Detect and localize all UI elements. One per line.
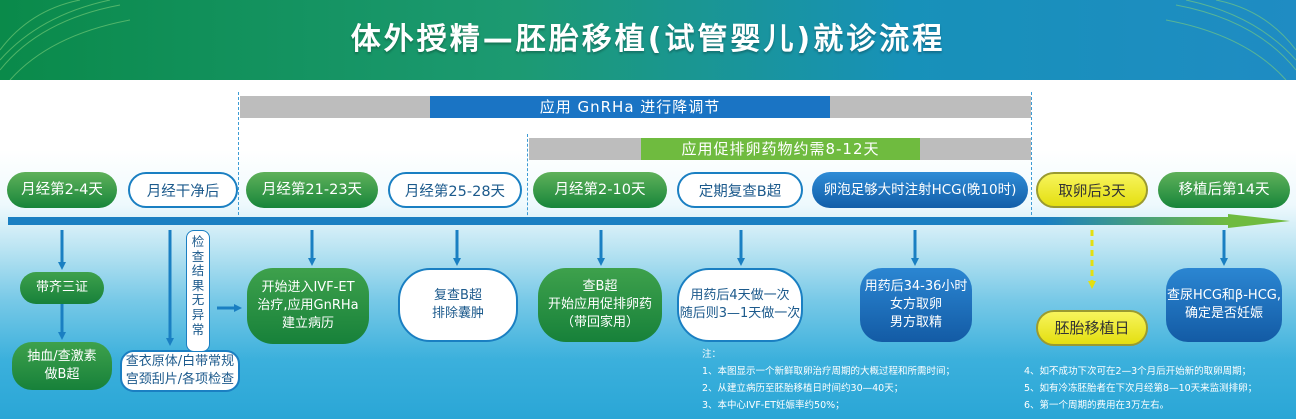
notes-left: 注： 1、本图显示一个新鲜取卵治疗周期的大概过程和所需时间； 2、从建立病历至胚… [702, 346, 955, 414]
timeline-day-25-28: 月经第25-28天 [388, 172, 522, 208]
note-line: 1、本图显示一个新鲜取卵治疗周期的大概过程和所需时间； [702, 366, 956, 377]
leaf-decoration-right-icon [1166, 0, 1296, 80]
timeline-arrow [8, 214, 1290, 228]
page-title: 体外授精—胚胎移植(试管婴儿)就诊流程 [350, 22, 946, 57]
timeline-3-days-after-retrieval: 取卵后3天 [1036, 172, 1148, 208]
timeline-day-21-23: 月经第21-23天 [246, 172, 378, 208]
phase-divider [527, 134, 528, 220]
phase-divider [238, 92, 239, 220]
leaf-decoration-left-icon [0, 0, 130, 80]
step-enter-ivf-et: 开始进入IVF-ET 治疗,应用GnRHa 建立病历 [247, 268, 369, 344]
timeline-day-2-4: 月经第2-4天 [7, 172, 117, 208]
step-pregnancy-test: 查尿HCG和β-HCG, 确定是否妊娠 [1166, 268, 1282, 342]
timeline-14-days-after-transfer: 移植后第14天 [1158, 172, 1290, 208]
note-line: 2、从建立病历至胚胎移植日时间约30—40天； [702, 383, 904, 394]
gnrh-phase-label: 应用 GnRHa 进行降调节 [430, 96, 830, 118]
phase-divider [1031, 92, 1032, 220]
note-line: 4、如不成功下次可在2—3个月后开始新的取卵周期； [1024, 366, 1252, 377]
timeline-recheck-ultrasound: 定期复查B超 [677, 172, 803, 208]
stimulation-phase-label: 应用促排卵药物约需8-12天 [641, 138, 920, 160]
timeline-after-period: 月经干净后 [128, 172, 238, 208]
step-followup-schedule: 用药后4天做一次 随后则3—1天做一次 [677, 268, 803, 342]
step-egg-retrieval: 用药后34-36小时 女方取卵 男方取精 [860, 268, 972, 342]
note-line: 注： [702, 349, 722, 360]
step-embryo-transfer-day: 胚胎移植日 [1036, 310, 1148, 346]
timeline-hcg-injection: 卵泡足够大时注射HCG(晚10时) [812, 172, 1028, 208]
note-line: 3、本中心IVF-ET妊娠率约50%； [702, 400, 845, 411]
timeline-day-2-10: 月经第2-10天 [533, 172, 667, 208]
header-banner: 体外授精—胚胎移植(试管婴儿)就诊流程 [0, 0, 1296, 80]
note-line: 5、如有冷冻胚胎者在下次月经第8—10天来监测排卵； [1024, 383, 1258, 394]
note-line: 6、第一个周期的费用在3万左右。 [1024, 400, 1170, 411]
step-bring-documents: 带齐三证 [20, 272, 104, 304]
step-blood-test-ultrasound: 抽血/查激素 做B超 [12, 342, 112, 390]
step-recheck-ultrasound: 复查B超 排除囊肿 [398, 268, 518, 342]
notes-right: 4、如不成功下次可在2—3个月后开始新的取卵周期； 5、如有冷冻胚胎者在下次月经… [1024, 363, 1257, 414]
step-results-normal: 检查结果无异常 [186, 230, 210, 352]
step-chlamydia-checks: 查衣原体/白带常规 宫颈刮片/各项检查 [120, 350, 240, 392]
step-start-stimulation: 查B超 开始应用促排卵药 （带回家用） [538, 268, 662, 342]
